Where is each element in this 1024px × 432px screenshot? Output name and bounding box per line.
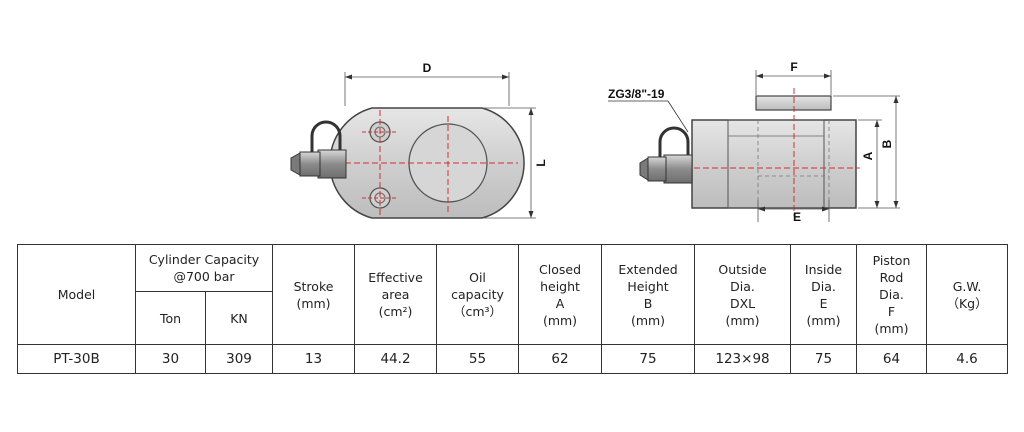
cell-extended-height: 75: [601, 344, 696, 374]
col-effective-area: Effective area (cm²): [354, 244, 438, 345]
cell-model: PT-30B: [17, 344, 136, 374]
cell-piston-rod-dia: 64: [856, 344, 928, 374]
col-model: Model: [17, 244, 136, 345]
col-piston-rod-dia: Piston Rod Dia. F (mm): [856, 244, 928, 345]
thread-label: ZG3/8"-19: [608, 87, 665, 101]
cell-inside-dia: 75: [790, 344, 858, 374]
dim-b-label: B: [880, 139, 894, 148]
technical-drawing: D L ZG3/8"-19: [290, 60, 900, 224]
cell-gw: 4.6: [926, 344, 1009, 374]
col-outside-dia: Outside Dia. DXL (mm): [694, 244, 792, 345]
coupler-fitting-top: [317, 149, 347, 179]
coupler-fitting-side: [663, 154, 693, 184]
col-kn: KN: [204, 291, 274, 345]
col-gw: G.W. （Kg）: [926, 244, 1009, 345]
cell-stroke: 13: [272, 344, 356, 374]
cell-effective-area: 44.2: [354, 344, 438, 374]
dim-e-label: E: [793, 210, 801, 224]
dim-l-label: L: [534, 159, 548, 166]
col-inside-dia: Inside Dia. E (mm): [790, 244, 858, 345]
col-stroke: Stroke (mm): [272, 244, 356, 345]
coupler-handle-top: [310, 120, 342, 155]
col-ton: Ton: [135, 291, 206, 345]
dim-a-label: A: [861, 151, 875, 160]
cell-closed-height: 62: [518, 344, 603, 374]
col-closed-height: Closed height A (mm): [518, 244, 603, 345]
header-row: Model Cylinder Capacity @700 bar Stroke …: [17, 244, 1009, 345]
coupler-handle-side: [658, 126, 690, 160]
cell-kn: 309: [204, 344, 274, 374]
dim-f-label: F: [790, 60, 797, 74]
col-oil-capacity: Oil capacity （cm³）: [436, 244, 520, 345]
cell-ton: 30: [135, 344, 206, 374]
side-view: ZG3/8"-19 F: [608, 60, 900, 224]
cylinder-body-side: [691, 119, 857, 209]
dim-d-label: D: [423, 61, 432, 75]
top-view: D L: [290, 61, 548, 219]
col-extended-height: Extended Height B (mm): [601, 244, 696, 345]
table-row: PT-30B 30 309 13 44.2 55 62 75 123×98 75…: [17, 344, 1009, 374]
cell-oil-capacity: 55: [436, 344, 520, 374]
subheader-row: Ton KN: [18, 291, 1008, 345]
cell-outside-dia: 123×98: [694, 344, 792, 374]
col-cylinder-capacity: Cylinder Capacity @700 bar: [134, 244, 274, 292]
spec-table: Model Cylinder Capacity @700 bar Stroke …: [17, 244, 1009, 374]
